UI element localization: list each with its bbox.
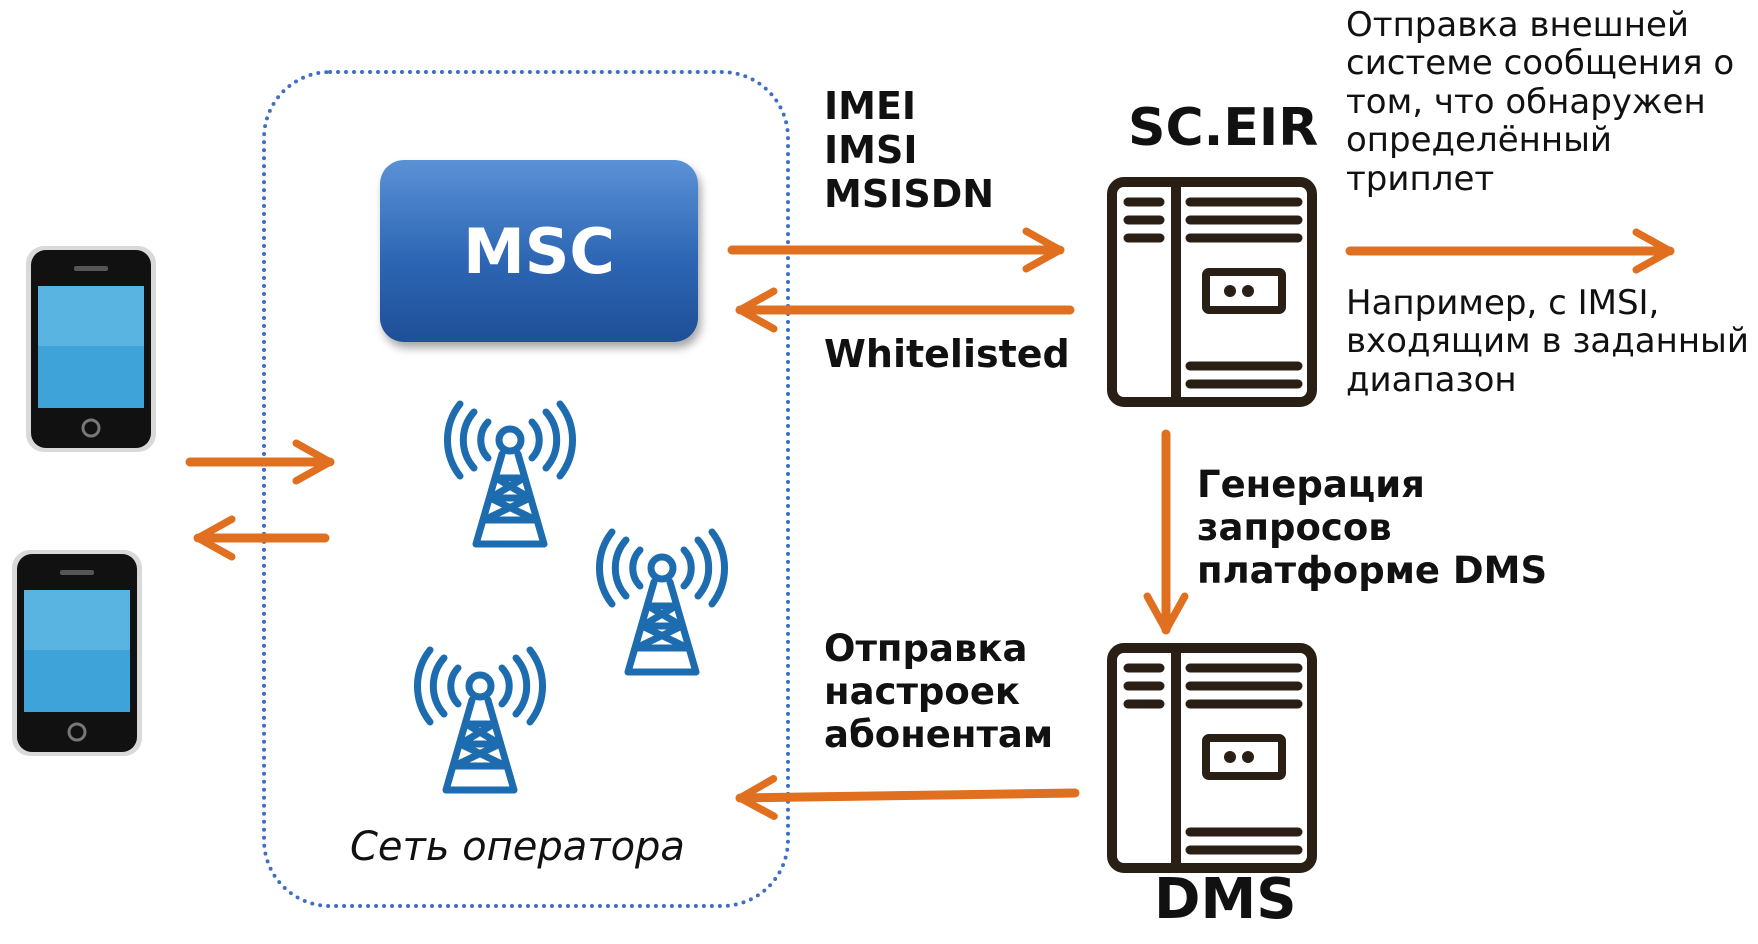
msc-node: MSC [380, 160, 698, 342]
whitelisted-label: Whitelisted [824, 332, 1070, 376]
operator-network-boundary [262, 70, 790, 908]
cell-tower-icon [414, 646, 546, 794]
network-caption: Сеть оператора [350, 824, 685, 870]
msc-to-sceir-label: IMEI IMSI MSISDN [824, 84, 995, 217]
smartphone-icon [12, 550, 142, 756]
cell-tower-icon [444, 400, 576, 548]
server-icon [1107, 643, 1317, 873]
dms-to-network-label: Отправка настроек абонентам [824, 627, 1054, 756]
sceir-title: SC.EIR [1128, 98, 1319, 158]
cell-tower-icon [596, 528, 728, 676]
external-notification-text: Отправка внешней системе сообщения о том… [1346, 5, 1735, 199]
external-example-text: Например, с IMSI, входящим в заданный ди… [1346, 283, 1750, 400]
arrow-dms-to-network [735, 774, 1080, 820]
dms-title: DMS [1154, 867, 1297, 932]
server-icon [1107, 177, 1317, 407]
msc-label: MSC [463, 214, 615, 288]
smartphone-icon [26, 246, 156, 452]
sceir-to-dms-label: Генерация запросов платформе DMS [1197, 463, 1548, 592]
